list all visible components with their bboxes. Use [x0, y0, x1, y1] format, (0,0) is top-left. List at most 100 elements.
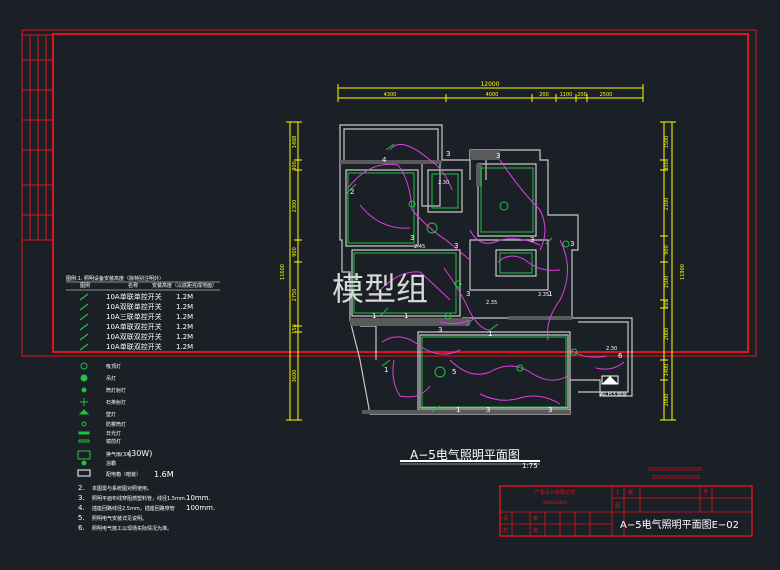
note-text: 照明平面布线穿阻燃塑料管，线径1.5mm.: [92, 495, 187, 502]
legend-item-height: 1.2M: [176, 343, 193, 351]
note-number: 2.: [78, 484, 85, 492]
fixture-name: 吸顶灯: [106, 363, 121, 370]
top-dim-segment: 200: [539, 92, 549, 98]
legend-item-height: 1.2M: [176, 323, 193, 331]
left-dim-segment: 300: [292, 161, 298, 171]
panel-height: 1.6M: [154, 470, 174, 479]
note-text: 照明电气安装详见说明。: [92, 515, 147, 522]
left-dim-segment: 2750: [292, 289, 298, 302]
ceiling-height: 2.30: [606, 346, 617, 352]
room-label: 3: [454, 242, 458, 250]
block-label: 校: [503, 527, 508, 534]
room-label: 3: [438, 326, 442, 334]
block-label: 工: [615, 490, 620, 496]
ceiling-height: 2.35: [538, 292, 549, 298]
legend-item-name: 10A三联单控开关: [106, 312, 162, 321]
fixture-name: 防雾筒灯: [106, 421, 126, 428]
room-label: 4: [382, 156, 387, 164]
room-label: 5: [452, 368, 456, 376]
room-label: 3: [570, 240, 574, 248]
legend-item-name: 10A单联双控开关: [106, 322, 162, 331]
fluorescent-light-icon: [78, 431, 90, 435]
panel-name: 配电箱（暗装）: [106, 471, 141, 478]
wall-hatch: [340, 150, 572, 414]
top-dim-segment: 1100: [560, 92, 573, 98]
right-dim-segment: 1500: [664, 276, 670, 289]
top-dim-segment: 200: [577, 92, 587, 98]
legend-item-name: 10A单联双控开关: [106, 342, 162, 351]
room-label: 2: [350, 188, 354, 196]
title-block-drawing-name: A−5电气照明平面图E−02: [620, 518, 739, 531]
spotlight-icon: [80, 398, 88, 406]
room-label: 3: [466, 290, 470, 298]
note-tail: 10mm.: [186, 494, 211, 502]
red-note: XXXXXXXXXXXXXXXXXX: [648, 467, 702, 473]
room-label: 1: [456, 406, 460, 414]
right-dim-segment: 2000: [664, 328, 670, 341]
block-label: 号: [703, 490, 708, 496]
legend-fixture-rows: 吸顶灯 吊灯 筒灯射灯 石英射灯 壁灯 防雾筒灯 日光灯 镜前灯 换气扇(3X)…: [77, 362, 174, 479]
ceiling-height: 2.45: [414, 244, 425, 250]
exhaust-fan-icon: [77, 450, 91, 460]
legend-item-height: 1.2M: [176, 313, 193, 321]
legend-item-name: 10A双联单控开关: [106, 302, 162, 311]
fan-name: 换气扇(3X): [106, 451, 132, 458]
note-text: 插座回路线径2.5mm，插座回路穿管: [92, 505, 175, 512]
company-sub: XXXXXXXXXX: [543, 500, 568, 505]
room-label: 1: [548, 290, 552, 298]
pendant-light-icon: [80, 374, 88, 382]
right-dim-segment: 2100: [664, 198, 670, 211]
legend-item-height: 1.2M: [176, 293, 193, 301]
fixture-name: 石英射灯: [106, 399, 126, 406]
block-label: 图: [615, 503, 620, 509]
right-dim-segment: 1400: [664, 364, 670, 377]
ceiling-height: 2.35: [486, 300, 497, 306]
block-label: 程: [628, 489, 633, 496]
top-dim-segment: 4300: [384, 92, 397, 98]
distribution-panel: ALH3 暗装: [600, 375, 627, 398]
fan-value: (30W): [128, 449, 152, 458]
mirror-light-icon: [78, 439, 90, 443]
note-text: 照明电气施工以现场实际情况为准。: [92, 525, 172, 532]
heater-name: 浴霸: [106, 460, 116, 467]
title-block: [499, 485, 753, 537]
note-number: 5.: [78, 514, 85, 522]
lighting-circuits: [347, 143, 625, 405]
note-number: 3.: [78, 494, 85, 502]
wall-lamp-icon: [78, 409, 90, 415]
legend-heading: 图例:1. 照明设备安装高度（除特别注明外）: [66, 275, 164, 282]
fixture-name: 日光灯: [106, 430, 121, 437]
right-dim-segment: 1500: [664, 136, 670, 149]
watermark-text: 模型组: [332, 270, 428, 308]
room-label: 1: [404, 312, 408, 320]
legend-item-name: 10A双联双控开关: [106, 332, 162, 341]
note-number: 6.: [78, 524, 85, 532]
right-dim-segment: 900: [664, 245, 670, 255]
left-dimension-chain: [286, 121, 302, 421]
right-dim-segment: 200: [664, 299, 670, 309]
fixture-name: 吊灯: [106, 375, 116, 382]
room-label: 3: [496, 152, 500, 160]
room-label: 3: [410, 234, 414, 242]
top-total-dimension: 12000: [480, 81, 499, 88]
right-dim-segment: 2000: [664, 394, 670, 407]
right-total-dimension: 11900: [680, 264, 686, 280]
left-dim-segment: 900: [292, 247, 298, 257]
room-label: 1: [488, 330, 492, 338]
company-name: 广东设计有限公司: [535, 489, 575, 496]
fog-proof-light-icon: [81, 421, 87, 427]
red-note: XXXXXXXXXXXXXXXX: [652, 475, 700, 481]
room-label: 3: [548, 406, 552, 414]
note-number: 4.: [78, 504, 85, 512]
left-dim-segment: 1488: [292, 136, 298, 149]
note-tail: 100mm.: [186, 504, 215, 512]
top-dim-segment: 2500: [600, 92, 613, 98]
top-dimension-chain: [337, 84, 644, 102]
downlight-icon: [81, 387, 87, 393]
panel-icon: [77, 469, 91, 477]
room-label: 1: [384, 366, 388, 374]
drawing-title: A−5电气照明平面图: [410, 447, 520, 462]
left-total-dimension: 11600: [280, 264, 286, 280]
legend-notes: 2. 本图需与系统图对照使用。 3. 照明平面布线穿阻燃塑料管，线径1.5mm.…: [78, 484, 215, 532]
